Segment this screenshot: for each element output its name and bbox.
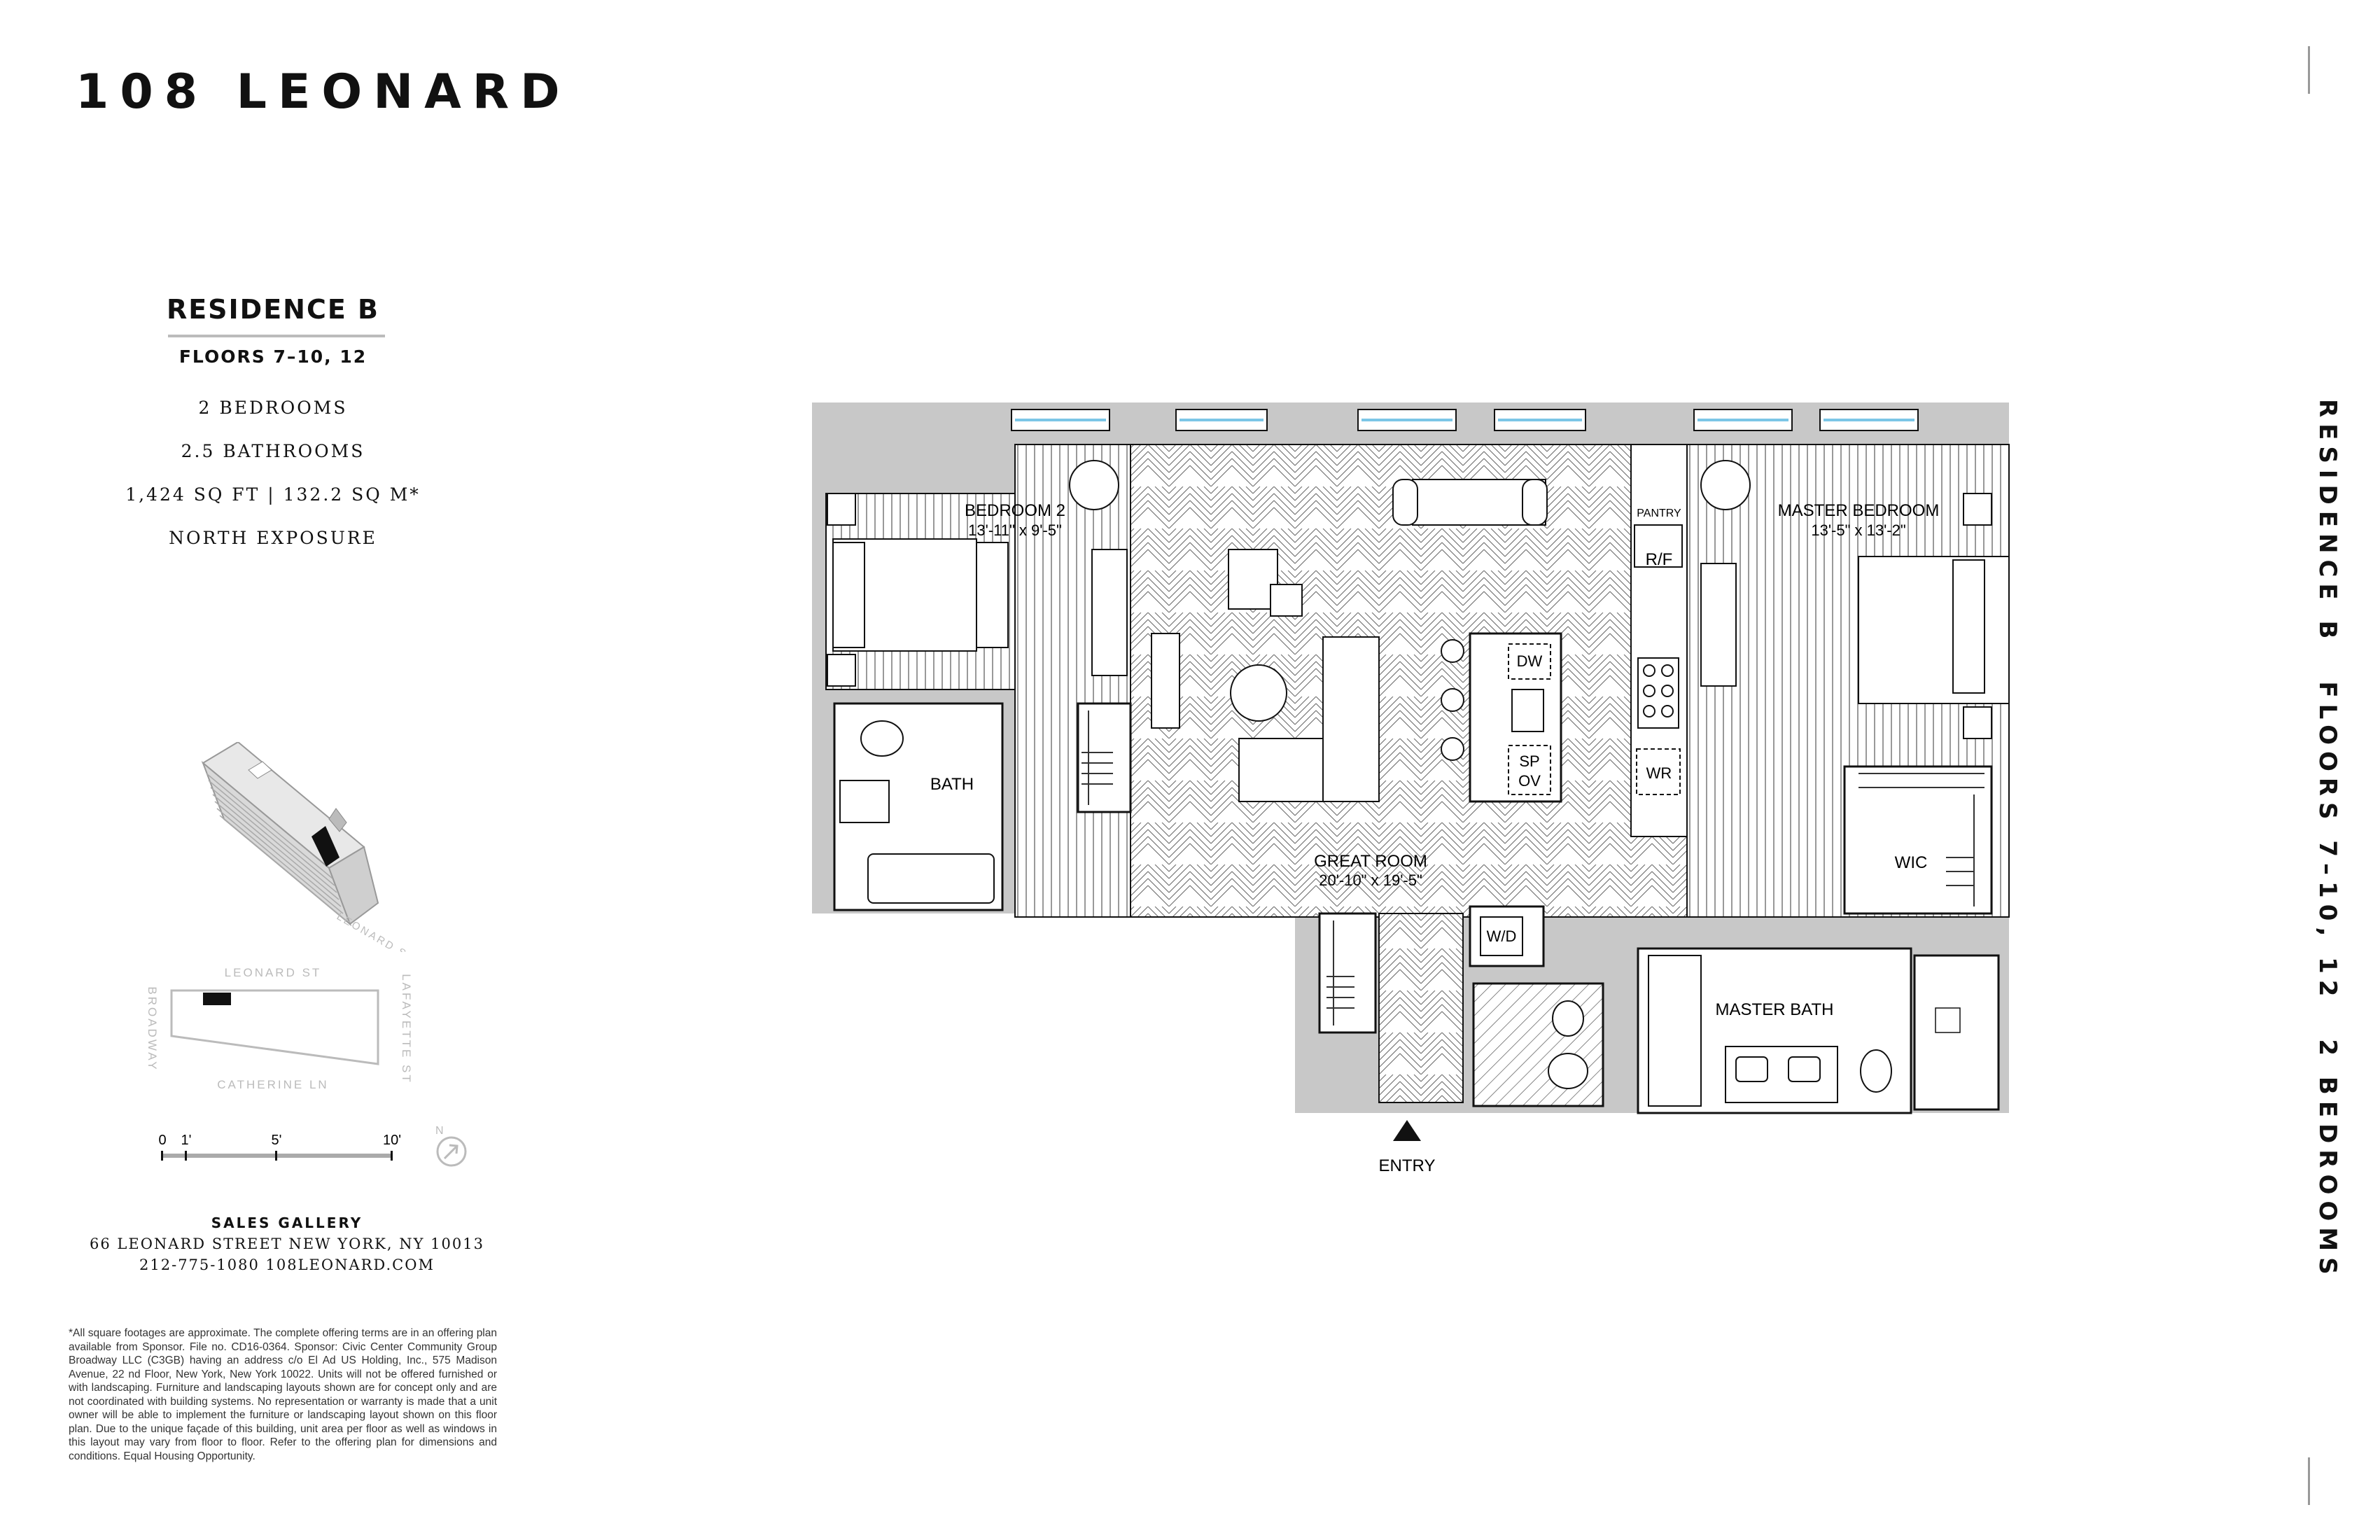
spec-bathrooms: 2.5 BATHROOMS — [181, 441, 365, 461]
keymap-south-street: CATHERINE LN — [217, 1078, 328, 1091]
floor-plan: BEDROOM 2 13'-11" x 9'-5" BATH GREAT ROO… — [812, 402, 2010, 1175]
scale-bar: 0 1' 5' 10' N — [158, 1125, 467, 1167]
sales-gallery-address: 66 LEONARD STREET NEW YORK, NY 10013 — [90, 1236, 484, 1252]
label-sp: SP — [1519, 752, 1539, 770]
label-wd: W/D — [1487, 927, 1517, 945]
residence-title-underline — [168, 335, 385, 337]
keymap-west-street: BROADWAY — [146, 986, 159, 1071]
sales-gallery-title: SALES GALLERY — [211, 1214, 363, 1231]
key-map: LEONARD ST CATHERINE LN BROADWAY LAFAYET… — [146, 966, 413, 1091]
north-label: N — [435, 1125, 444, 1137]
label-rf: R/F — [1646, 550, 1673, 569]
label-entry: ENTRY — [1379, 1156, 1436, 1175]
side-banner: RESIDENCE B FLOORS 7–10, 12 2 BEDROOMS — [2306, 399, 2348, 1281]
label-dw: DW — [1517, 652, 1543, 670]
iso-street-label: LEONARD ST — [335, 911, 416, 952]
label-bedroom2-dim: 13'-11" x 9'-5" — [968, 522, 1062, 539]
label-great-room-dim: 20'-10" x 19'-5" — [1319, 872, 1422, 889]
spec-bedrooms: 2 BEDROOMS — [198, 398, 348, 418]
brand-title: 108 LEONARD — [76, 64, 571, 120]
keymap-east-street: LAFAYETTE ST — [400, 974, 413, 1084]
building-isometric-illustration: LEONARD ST — [201, 742, 416, 952]
scale-label-0: 0 — [158, 1133, 166, 1148]
legal-disclaimer: *All square footages are approximate. Th… — [69, 1327, 497, 1462]
bottom-rule — [2308, 1457, 2310, 1505]
label-ov: OV — [1518, 772, 1541, 790]
side-floors: FLOORS 7–10, 12 — [2314, 681, 2342, 1003]
top-rule — [2308, 46, 2310, 94]
scale-label-1: 1' — [181, 1133, 192, 1148]
keymap-north-street: LEONARD ST — [225, 966, 322, 979]
scale-label-10: 10' — [383, 1133, 401, 1148]
label-wr: WR — [1646, 764, 1672, 782]
sales-gallery-contact: 212-775-1080 108LEONARD.COM — [139, 1256, 435, 1273]
side-residence: RESIDENCE B — [2314, 399, 2342, 645]
label-bedroom2: BEDROOM 2 — [965, 501, 1065, 520]
spec-exposure: NORTH EXPOSURE — [169, 528, 377, 548]
label-wic: WIC — [1895, 853, 1928, 872]
scale-label-5: 5' — [272, 1133, 282, 1148]
residence-title: RESIDENCE B — [166, 294, 380, 325]
residence-floors: FLOORS 7–10, 12 — [178, 346, 368, 367]
label-master-bedroom-dim: 13'-5" x 13'-2" — [1811, 522, 1905, 539]
keymap-building-marker — [203, 993, 231, 1005]
side-bedrooms: 2 BEDROOMS — [2314, 1039, 2342, 1281]
entry-arrow-icon — [1393, 1120, 1421, 1141]
label-great-room: GREAT ROOM — [1314, 852, 1427, 871]
label-bath: BATH — [930, 775, 974, 794]
label-master-bedroom: MASTER BEDROOM — [1778, 501, 1940, 520]
north-arrow-icon — [436, 1136, 467, 1167]
spec-area: 1,424 SQ FT | 132.2 SQ M* — [125, 484, 421, 505]
label-pantry: PANTRY — [1637, 507, 1681, 519]
label-master-bath: MASTER BATH — [1716, 1000, 1834, 1019]
